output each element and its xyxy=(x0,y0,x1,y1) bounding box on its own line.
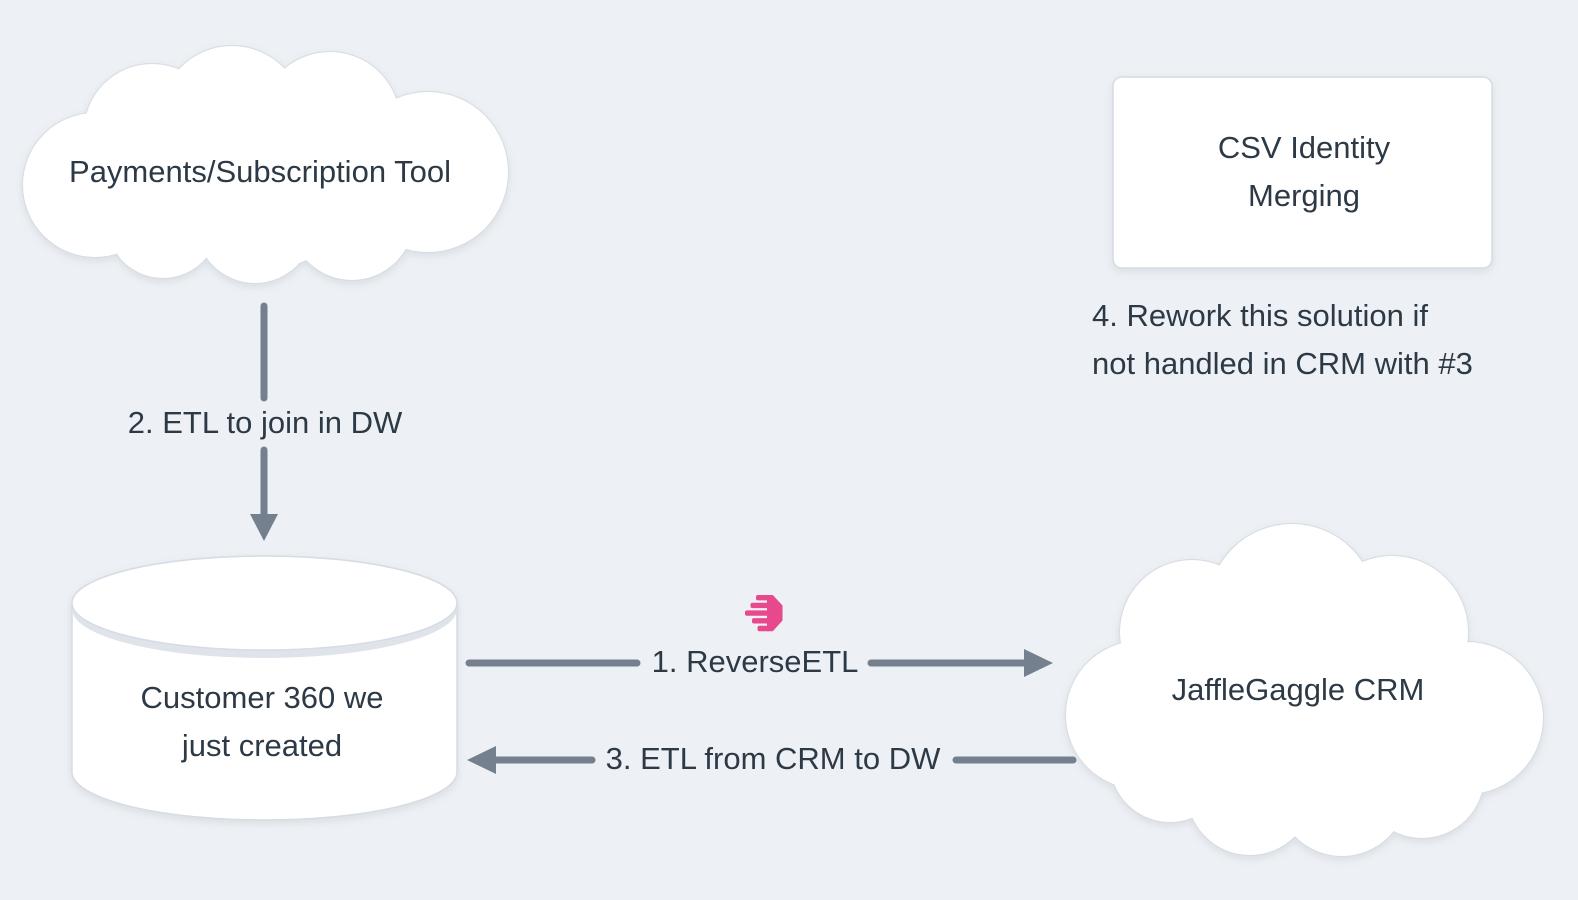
csv-identity-card-shape xyxy=(1112,76,1493,269)
customer-360-cylinder-shape xyxy=(71,555,458,821)
arrow-etl-to-dw xyxy=(250,302,278,541)
rework-note: 4. Rework this solution if not handled i… xyxy=(1092,298,1473,381)
arrow-etl-from-crm xyxy=(467,746,1077,774)
edge-label-etl-from-crm: 3. ETL from CRM to DW xyxy=(605,741,941,776)
customer-360-cylinder-label: Customer 360 we just created xyxy=(140,680,384,763)
arrow-reverse-etl xyxy=(465,649,1053,677)
edge-label-reverse-etl: 1. ReverseETL xyxy=(651,644,859,679)
crm-cloud-label: JaffleGaggle CRM xyxy=(1171,672,1425,707)
csv-identity-card-label: CSV Identity Merging xyxy=(1217,130,1391,213)
reverse-etl-tool-icon xyxy=(745,595,783,632)
payments-cloud-label: Payments/Subscription Tool xyxy=(69,154,451,189)
edge-label-etl-to-dw: 2. ETL to join in DW xyxy=(127,405,403,440)
